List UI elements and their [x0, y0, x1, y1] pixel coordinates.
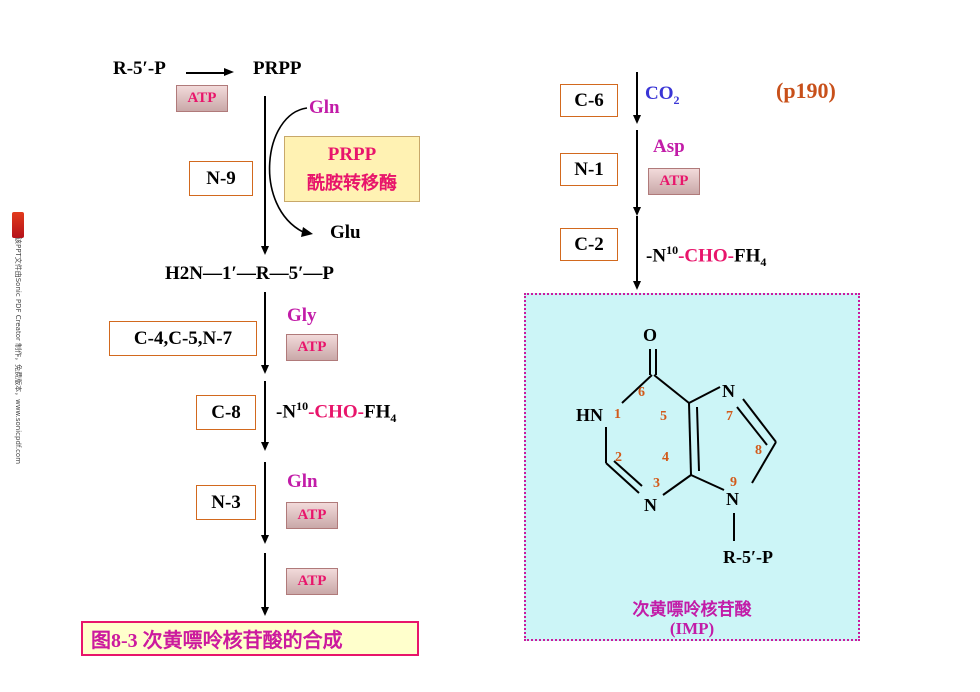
arrowhead-r2-icon — [633, 207, 641, 216]
intermediate-label: H2N—1′—R—5′—P — [165, 263, 335, 284]
atom-n7: N — [722, 381, 735, 401]
imp-name-cn: 次黄嘌呤核苷酸 — [632, 600, 752, 619]
start-product: PRPP — [253, 58, 302, 79]
formyl-donor-2: -N10-CHO-FH4 — [646, 243, 767, 270]
atom-n1: HN — [576, 405, 603, 425]
atp-badge-4: ATP — [286, 568, 338, 595]
gln-label-2: Gln — [287, 471, 318, 492]
page-reference: (p190) — [776, 78, 836, 103]
atom-n9: N — [726, 489, 739, 509]
position-4: 4 — [662, 450, 669, 465]
imp-structure-panel: O HN N N N R-5′-P 1 2 3 4 5 6 7 8 9 次黄嘌呤… — [524, 293, 860, 641]
enzyme-name-line2: 酰胺转移酶 — [307, 173, 397, 193]
atom-oxygen: O — [643, 325, 658, 345]
ribose-phosphate-group: R-5′-P — [723, 547, 774, 567]
position-3: 3 — [653, 476, 660, 491]
arrowhead-2-icon — [261, 365, 269, 374]
arrow-line-r3 — [636, 216, 638, 282]
arrow-line-r1 — [636, 72, 638, 116]
figure-caption: 图8-3 次黄嘌呤核苷酸的合成 — [81, 621, 419, 656]
imp-bonds-icon — [605, 349, 777, 541]
position-8: 8 — [755, 443, 762, 458]
atp-badge-1: ATP — [176, 85, 228, 112]
start-substrate: R-5′-P — [113, 58, 166, 79]
gln-glu-curve-icon — [268, 107, 313, 237]
formyl-donor-1: -N10-CHO-FH4 — [276, 399, 397, 426]
position-1: 1 — [614, 407, 621, 422]
atp-badge-2: ATP — [286, 334, 338, 361]
right-arrowhead-icon — [224, 68, 234, 76]
step-label-c6: C-6 — [560, 84, 618, 117]
sonic-logo-icon — [12, 212, 24, 238]
position-9: 9 — [730, 475, 737, 490]
arrow-line-3 — [264, 381, 266, 443]
position-7: 7 — [726, 409, 733, 424]
sidebar-watermark: 该PPT文件由Sonic PDF Creator 制作，免费版本，www.son… — [12, 212, 24, 492]
enzyme-box: PRPP 酰胺转移酶 — [284, 136, 420, 202]
step-label-n9: N-9 — [189, 161, 253, 196]
arrow-line-2 — [264, 292, 266, 366]
imp-name-abbr: (IMP) — [669, 619, 715, 638]
arrowhead-4-icon — [261, 535, 269, 544]
enzyme-name-line1: PRPP — [327, 144, 377, 165]
step-label-c4c5n7: C-4,C-5,N-7 — [109, 321, 257, 356]
arrowhead-r1-icon — [633, 115, 641, 124]
arrowhead-3-icon — [261, 442, 269, 451]
atom-n3: N — [644, 495, 657, 515]
gly-label: Gly — [287, 305, 317, 326]
position-2: 2 — [615, 450, 622, 465]
step-label-c2: C-2 — [560, 228, 618, 261]
glu-label: Glu — [330, 222, 361, 243]
co2-label: CO2 — [645, 83, 680, 107]
position-5: 5 — [660, 409, 667, 424]
arrowhead-1-icon — [261, 246, 269, 255]
arrow-line-5 — [264, 553, 266, 608]
position-6: 6 — [638, 385, 645, 400]
arrowhead-5-icon — [261, 607, 269, 616]
step-label-n3: N-3 — [196, 485, 256, 520]
step-label-c8: C-8 — [196, 395, 256, 430]
asp-label: Asp — [653, 136, 685, 157]
arrow-line-4 — [264, 462, 266, 536]
watermark-text: 该PPT文件由Sonic PDF Creator 制作，免费版本，www.son… — [14, 237, 22, 465]
step-label-n1: N-1 — [560, 153, 618, 186]
gln-label-1: Gln — [309, 97, 340, 118]
arrow-line-1 — [264, 96, 266, 246]
right-arrow-icon — [186, 72, 226, 74]
arrowhead-r3-icon — [633, 281, 641, 290]
atp-badge-3: ATP — [286, 502, 338, 529]
arrow-line-r2 — [636, 130, 638, 208]
atp-badge-5: ATP — [648, 168, 700, 195]
